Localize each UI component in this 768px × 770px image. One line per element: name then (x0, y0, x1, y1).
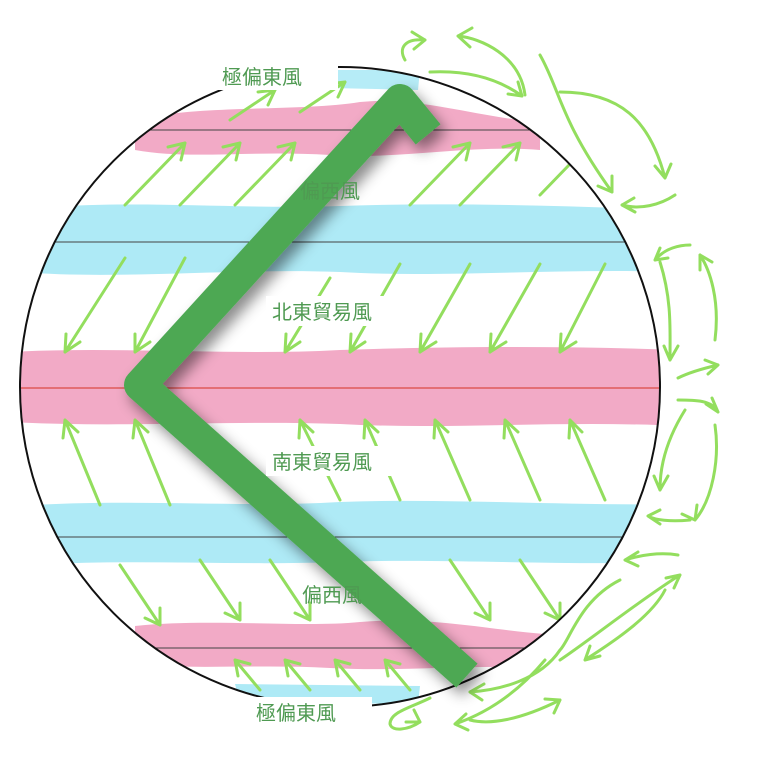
band-subpolar-low-north (20, 204, 660, 275)
curved-arrow-icon (400, 30, 427, 62)
curved-arrow-icon (468, 578, 622, 702)
curved-arrow-icon (468, 697, 562, 724)
label-northeast-trades: 北東貿易風 (272, 300, 372, 324)
label-southeast-trades: 南東貿易風 (272, 450, 372, 474)
curved-arrow-icon (646, 508, 692, 526)
arrows-polar-easterlies-south (233, 658, 412, 692)
circulation-arrows (388, 26, 720, 732)
curved-arrow-icon (583, 588, 667, 662)
label-westerlies-south: 偏西風 (302, 583, 362, 607)
label-polar-easterlies-south: 極偏東風 (256, 701, 336, 725)
band-subpolar-low-south (20, 500, 660, 566)
curved-arrow-icon (453, 658, 547, 732)
curved-arrow-icon (653, 243, 692, 262)
arrows-southeast-trades (61, 418, 607, 507)
band-equatorial (20, 347, 660, 426)
curved-arrow-icon (558, 573, 682, 662)
curved-arrow-icon (456, 26, 527, 97)
curved-arrow-icon (538, 53, 614, 194)
wind-arrows (61, 80, 607, 692)
label-backgrounds (218, 62, 416, 727)
curved-arrow-icon (658, 260, 680, 362)
arrows-westerlies-south (118, 558, 562, 627)
label-polar-easterlies-north: 極偏東風 (222, 65, 302, 89)
arrows-northeast-trades (63, 256, 607, 354)
curved-arrow-icon (698, 253, 718, 342)
curved-arrow-icon (623, 550, 680, 568)
curved-arrow-icon (428, 70, 524, 98)
label-westerlies-north: 偏西風 (300, 179, 360, 203)
curved-arrow-icon (676, 396, 720, 414)
check-mark-stroke (124, 84, 478, 688)
curved-arrow-icon (652, 408, 687, 492)
curved-arrow-icon (558, 90, 673, 180)
curved-arrow-icon (680, 423, 718, 522)
curved-arrow-icon (388, 696, 432, 731)
curved-arrow-icon (676, 358, 720, 380)
curved-arrow-icon (620, 193, 677, 214)
